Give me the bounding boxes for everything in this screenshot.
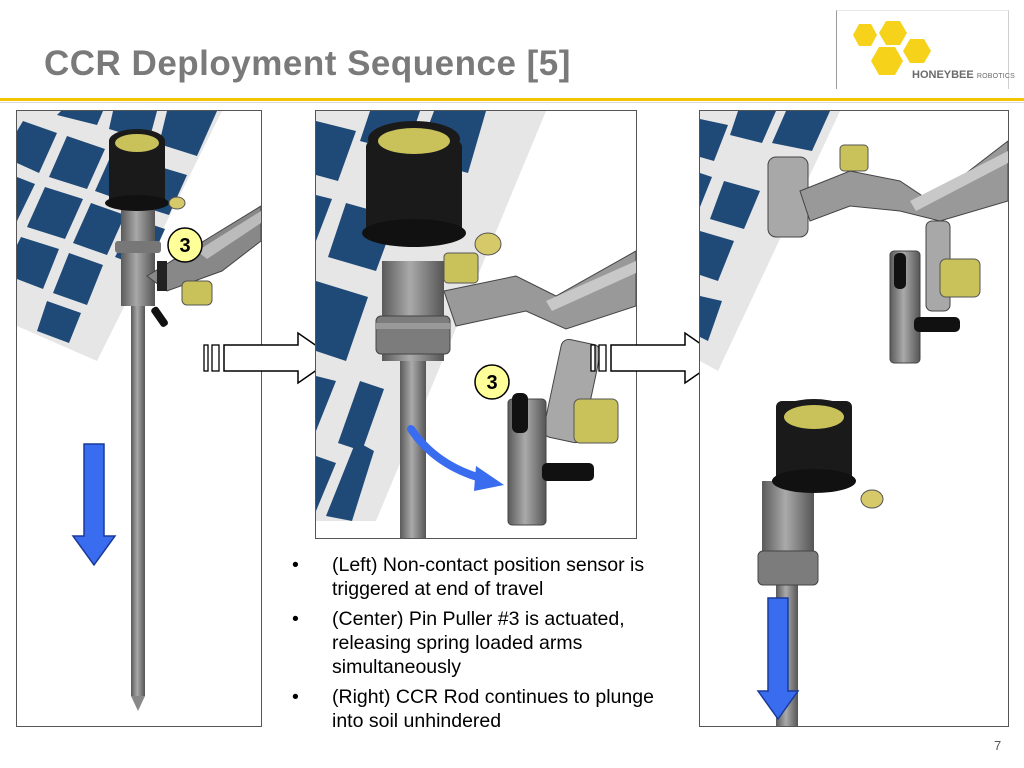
rotation-arrow-icon — [407, 425, 488, 483]
left-callout: 3 — [167, 227, 203, 263]
bullet-text: (Center) Pin Puller #3 is actuated, rele… — [332, 608, 625, 678]
right-panel — [699, 110, 1009, 727]
down-arrow-icon — [71, 443, 117, 567]
bullet-dot: • — [292, 608, 299, 630]
page-number: 7 — [994, 738, 1002, 753]
honeycomb-icon — [853, 21, 931, 75]
bullet-item: • (Left) Non-contact position sensor is … — [290, 553, 690, 601]
center-panel: 3 — [315, 110, 637, 539]
bullet-dot: • — [292, 686, 299, 708]
logo-suffix: ROBOTICS — [976, 73, 1015, 80]
slide-title: CCR Deployment Sequence [5] — [44, 44, 571, 83]
next-step-arrow-2 — [590, 331, 723, 385]
solar-panel — [700, 111, 840, 371]
right-panel-illustration — [700, 111, 1008, 726]
center-callout: 3 — [474, 364, 510, 400]
title-rule — [0, 98, 1024, 101]
logo-wordmark: HONEYBEE ROBOTICS — [912, 69, 1015, 81]
bullet-item: • (Center) Pin Puller #3 is actuated, re… — [290, 607, 690, 679]
bullet-list: • (Left) Non-contact position sensor is … — [290, 553, 690, 739]
title-rule-shadow — [0, 102, 1024, 103]
bullet-text: (Right) CCR Rod continues to plunge into… — [332, 686, 654, 732]
honeybee-logo: HONEYBEE ROBOTICS — [836, 10, 1015, 89]
left-callout-number: 3 — [179, 235, 190, 257]
center-panel-illustration — [316, 111, 636, 538]
left-panel: 3 — [16, 110, 262, 727]
center-callout-number: 3 — [486, 372, 497, 394]
bullet-item: • (Right) CCR Rod continues to plunge in… — [290, 685, 690, 733]
bullet-dot: • — [292, 554, 299, 576]
down-arrow-icon — [756, 597, 800, 721]
logo-brand: HONEYBEE — [912, 69, 974, 81]
left-panel-illustration — [17, 111, 261, 711]
bullet-text: (Left) Non-contact position sensor is tr… — [332, 554, 645, 600]
